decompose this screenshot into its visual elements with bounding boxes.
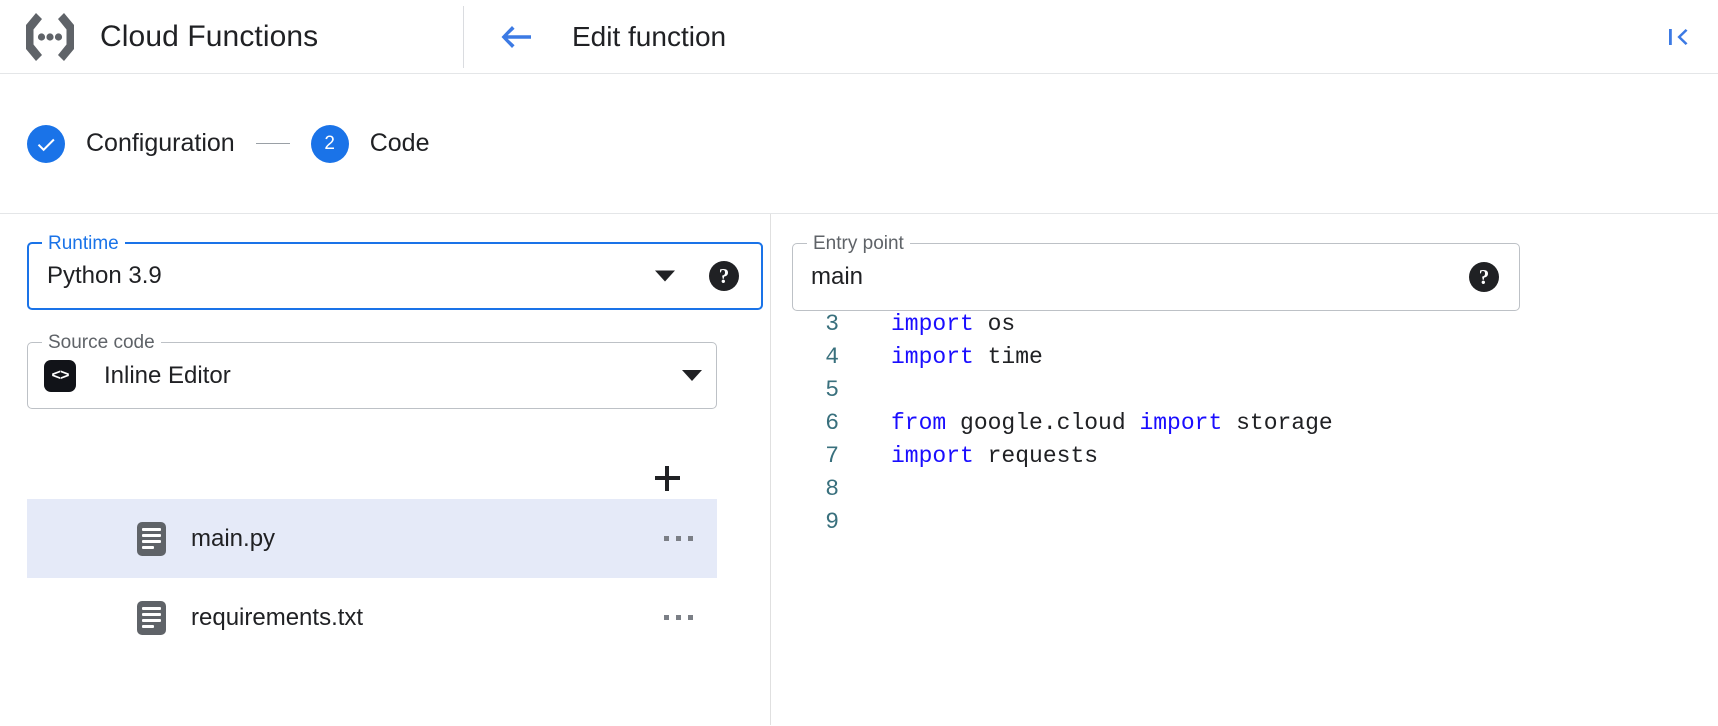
content-area: Runtime Python 3.9 ? Source code <> Inli…: [0, 214, 1718, 725]
step-configuration-circle: [27, 124, 65, 163]
file-list: main.py requirements.txt: [27, 499, 717, 657]
code-text: import requests: [891, 443, 1099, 469]
code-line: 3 import os: [771, 308, 1718, 341]
brand[interactable]: Cloud Functions: [0, 0, 463, 73]
entry-point-label: Entry point: [807, 232, 910, 256]
source-code-select[interactable]: Source code <> Inline Editor: [27, 331, 717, 409]
chevron-down-icon[interactable]: [682, 370, 702, 381]
step-configuration-label: Configuration: [86, 129, 235, 157]
check-icon: [37, 138, 55, 151]
runtime-select[interactable]: Runtime Python 3.9 ?: [27, 232, 763, 310]
add-file-button[interactable]: [647, 458, 687, 498]
more-horizontal-icon[interactable]: [662, 530, 695, 547]
file-row-requirements-txt[interactable]: requirements.txt: [27, 578, 717, 657]
left-panel: Runtime Python 3.9 ? Source code <> Inli…: [0, 214, 770, 725]
chevron-down-icon: [655, 270, 675, 282]
line-number: 7: [825, 443, 839, 469]
step-connector: [255, 142, 290, 145]
file-name: main.py: [191, 524, 276, 552]
code-line: 9: [771, 506, 1718, 539]
step-configuration[interactable]: Configuration: [27, 124, 235, 163]
runtime-value: Python 3.9: [47, 262, 162, 289]
source-code-label: Source code: [42, 331, 161, 355]
line-number: 3: [825, 311, 839, 337]
source-code-value: Inline Editor: [104, 361, 231, 389]
code-text: from google.cloud import storage: [891, 410, 1333, 436]
code-line: 6 from google.cloud import storage: [771, 407, 1718, 440]
wizard-stepper: Configuration 2 Code: [0, 74, 1718, 214]
runtime-row: Runtime Python 3.9 ?: [27, 232, 763, 310]
back-button[interactable]: [496, 17, 536, 57]
line-number: 6: [825, 410, 839, 436]
arrow-left-icon: [501, 25, 531, 48]
file-row-main-py[interactable]: main.py: [27, 499, 717, 578]
collapse-panel-button[interactable]: [1662, 20, 1696, 54]
cloud-functions-logo-icon: [26, 12, 74, 61]
entry-point-help-button[interactable]: ?: [1469, 262, 1499, 292]
line-number: 4: [825, 344, 839, 370]
entry-point-value: main: [811, 263, 864, 290]
code-line: 4 import time: [771, 341, 1718, 374]
code-line: 8: [771, 473, 1718, 506]
page-head: Edit function: [464, 0, 1718, 73]
file-name: requirements.txt: [191, 603, 364, 631]
code-text: import time: [891, 344, 1043, 370]
page-title: Edit function: [572, 20, 727, 52]
step-code-circle: 2: [310, 124, 349, 163]
entry-point-input[interactable]: Entry point main ?: [792, 232, 1520, 311]
code-text: import os: [891, 311, 1016, 337]
more-horizontal-icon[interactable]: [662, 609, 695, 626]
step-code[interactable]: 2 Code: [310, 124, 430, 163]
file-icon: [137, 600, 166, 635]
step-code-label: Code: [369, 129, 430, 157]
header-divider: [463, 5, 464, 68]
code-line: 5: [771, 374, 1718, 407]
code-brackets-icon: <>: [44, 359, 76, 392]
step-code-number: 2: [324, 133, 335, 154]
app-header: Cloud Functions Edit function: [0, 0, 1718, 74]
line-number: 9: [825, 509, 839, 535]
line-number: 5: [825, 377, 839, 403]
line-number: 8: [825, 476, 839, 502]
brand-title: Cloud Functions: [100, 19, 319, 53]
code-line: 7 import requests: [771, 440, 1718, 473]
file-icon: [137, 521, 166, 556]
runtime-help-button[interactable]: ?: [709, 261, 739, 291]
runtime-label: Runtime: [42, 232, 125, 256]
runtime-dropdown-arrow[interactable]: [645, 270, 675, 282]
first-page-icon: [1669, 28, 1688, 45]
